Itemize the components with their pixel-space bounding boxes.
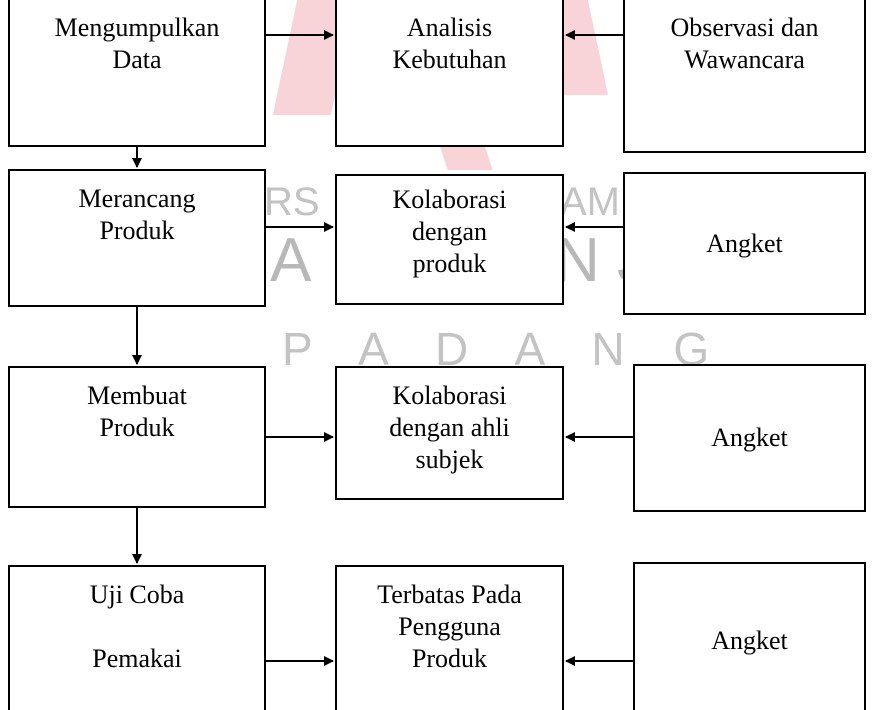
box-label-line: Uji Coba <box>89 580 185 609</box>
box-angket-3: Angket <box>633 562 866 710</box>
box-label-line: Produk <box>99 216 175 245</box>
box-kolaborasi-ahli-subjek: Kolaborasi dengan ahli subjek <box>335 366 564 500</box>
box-label-line: Terbatas Pada <box>377 580 522 609</box>
box-observasi-wawancara: Observasi dan Wawancara <box>623 0 866 153</box>
box-label-line: Data <box>112 45 162 74</box>
box-merancang-produk: Merancang Produk <box>8 169 266 307</box>
box-angket-2: Angket <box>633 364 866 512</box>
box-terbatas-pengguna-produk: Terbatas Pada Pengguna Produk <box>335 565 564 710</box>
box-label-line: Kebutuhan <box>392 45 507 74</box>
box-label-line: Angket <box>706 228 783 258</box>
watermark-text: AM <box>560 180 620 224</box>
box-label-line: Merancang <box>78 184 196 213</box>
box-label-line: Wawancara <box>684 45 805 74</box>
box-label-line: Angket <box>711 626 788 655</box>
box-label-line: Produk <box>99 413 175 442</box>
box-label-line: Analisis <box>406 13 493 42</box>
box-membuat-produk: Membuat Produk <box>8 366 266 508</box>
box-label-line: dengan <box>411 217 488 246</box>
watermark-text: RS <box>264 180 320 224</box>
box-analisis-kebutuhan: Analisis Kebutuhan <box>335 0 564 147</box>
box-uji-coba-pemakai: Uji Coba Pemakai <box>8 565 266 710</box>
box-label-line: Angket <box>711 423 788 452</box>
box-label-line: Pengguna <box>398 612 501 641</box>
box-label-line: Kolaborasi <box>392 185 507 214</box>
watermark-text: A <box>270 226 312 295</box>
box-label-line: dengan ahli <box>389 413 510 442</box>
box-label-line: subjek <box>415 445 484 474</box>
box-label-line: Observasi dan <box>670 13 819 42</box>
box-label-line: produk <box>412 249 487 278</box>
box-mengumpulkan-data: Mengumpulkan Data <box>8 0 266 147</box>
box-kolaborasi-dengan-produk: Kolaborasi dengan produk <box>335 174 564 305</box>
box-angket-1: Angket <box>623 172 866 315</box>
box-label-line: Mengumpulkan <box>54 13 220 42</box>
box-label-line: Pemakai <box>92 644 182 673</box>
box-label-line: Membuat <box>87 381 187 410</box>
box-label-line: Kolaborasi <box>392 381 507 410</box>
box-label-line: Produk <box>411 644 488 673</box>
